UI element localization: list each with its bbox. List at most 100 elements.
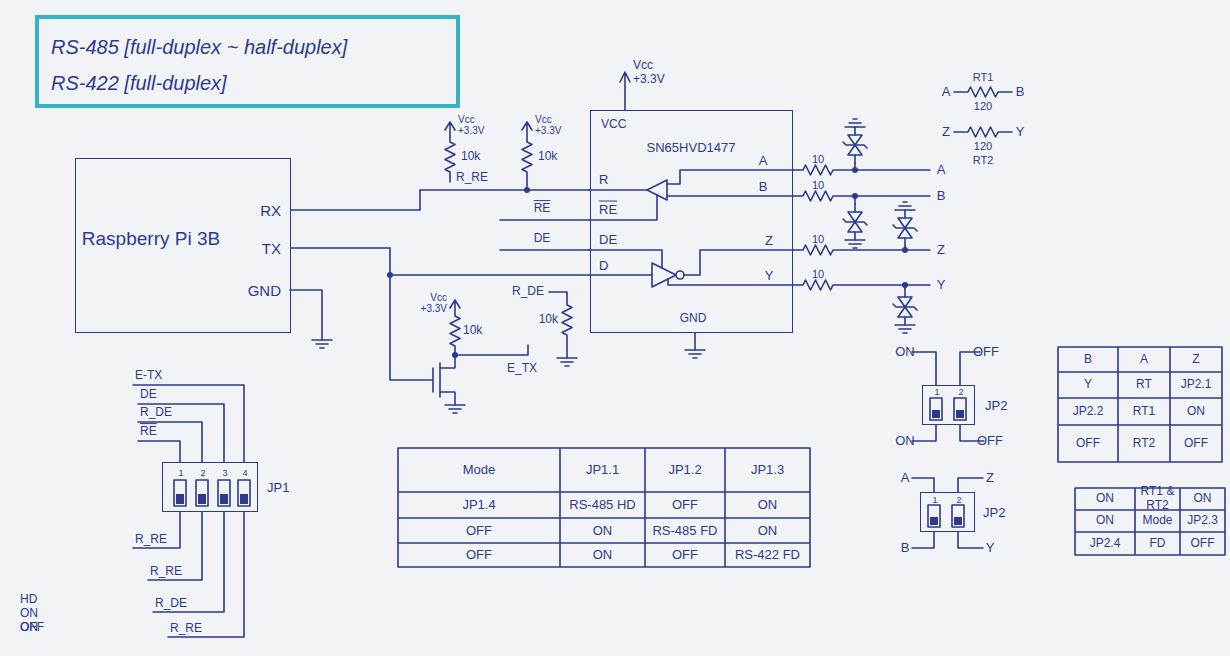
signal-wire [291,248,590,275]
signal-name: R_RE [135,533,167,547]
signal-name: RE [534,202,551,216]
pin-name: ON [895,434,915,449]
pullup-resistor [522,122,532,190]
table-cell: Z [1173,353,1219,367]
resistor-value: 120 [974,100,992,113]
bus-line-name: B [1016,85,1025,100]
supply-label: Vcc [633,59,653,73]
table-cell: JP2.1 [1173,378,1219,392]
table-cell: JP1.4 [401,498,557,513]
supply-label: Vcc [430,292,447,304]
node-text: VCC [601,118,626,132]
node-text: JP2 [985,399,1007,414]
table-cell: JP1.3 [728,463,807,478]
vcc-arrow [620,72,630,110]
node-text: RX [260,202,281,219]
jumper-wire [133,385,244,637]
table-cell: A [1121,353,1167,367]
table-cell: Mode [401,463,557,478]
note-label: ON [20,621,38,635]
table-cell: ON [1173,405,1219,419]
node-text: 2 [958,387,963,397]
jumper-wire [912,352,984,548]
table-cell: ON [1183,492,1222,506]
node-text: GND [680,312,707,326]
note-label: ON [20,607,38,621]
table-cell: OFF [648,548,722,563]
pin-name: B [901,541,910,556]
table-cell: JP1.1 [563,463,642,478]
series-resistor [793,165,930,290]
dip-switch-box: JP212 [922,385,975,425]
pin-name: OFF [977,434,1003,449]
table-cell: OFF [1173,437,1219,451]
resistor-value: 10k [461,150,480,164]
bus-line-name: A [942,85,951,100]
resistor-value: 10 [812,153,824,166]
node-text: B [759,180,768,195]
table-cell: JP2.4 [1078,537,1132,551]
table-cell: Mode [1138,514,1177,528]
junction-dot [387,167,908,358]
node-text: 4 [242,468,247,478]
resistor-value: 120 [974,140,992,153]
bus-line-name: Z [937,243,945,258]
signal-name: E-TX [135,369,162,383]
pin-name: Y [986,541,995,556]
table-cell: B [1061,353,1115,367]
supply-label: +3.3V [535,125,561,137]
table-cell: ON [1078,492,1132,506]
table-cell: Y [1061,378,1115,392]
signal-name: RE [140,425,157,439]
table-cell: ON [728,498,807,513]
table-cell: OFF [401,523,557,538]
termination-resistor [954,87,1012,137]
table-cell: ON [563,523,642,538]
node-text: RS-485 [full-duplex ~ half-duplex] [51,36,347,59]
pullup-resistor [445,122,455,182]
table-cell: RT2 [1121,437,1167,451]
node-text: D [599,259,608,274]
bus-line-name: B [937,189,946,204]
bus-line-name: A [937,163,946,178]
table-cell: JP2.3 [1183,514,1222,528]
table-grid [398,347,1225,567]
node-text: RE [599,203,617,218]
dip-switch [174,398,966,527]
node-text: SN65HVD1477 [647,141,736,156]
node-text: TX [262,240,281,257]
table-cell: RT [1121,378,1167,392]
table-cell: ON [1078,514,1132,528]
table-cell: RS-485 HD [563,498,642,513]
table-cell: RS-485 FD [648,523,722,538]
signal-name: R_RE [456,171,488,185]
table-cell: RS-422 FD [728,548,807,563]
bus-line-name: Y [1016,125,1025,140]
table-cell: JP2.2 [1061,405,1115,419]
tvs-diode [843,127,917,325]
dip-switch-box: JP11234 [162,462,258,512]
transceiver-chip: VCCSN65HVD1477RREDEDABZYGND [590,110,793,333]
signal-name: R_DE [140,406,172,420]
supply-label: +3.3V [421,303,447,315]
title-box: RS-485 [full-duplex ~ half-duplex] RS-422… [35,15,460,108]
table-cell: OFF [648,498,722,513]
signal-name: E_TX [507,362,537,376]
resistor-name: RT2 [973,154,994,167]
bus-line-name: Y [937,278,946,293]
node-text: Y [765,269,774,284]
node-text: 1 [932,495,937,505]
supply-label: Vcc [458,114,475,126]
computer-board: Raspberry Pi 3BRXTXGND [75,158,291,333]
node-text: 1 [934,387,939,397]
resistor-value: 10 [812,268,824,281]
resistor-name: RT1 [973,71,994,84]
supply-label: +3.3V [458,125,484,137]
node-text: RS-422 [full-duplex] [51,72,227,95]
note-label: HD [20,593,37,607]
enable-wire [500,220,590,250]
node-text: 1 [178,468,183,478]
pin-name: OFF [973,345,999,360]
